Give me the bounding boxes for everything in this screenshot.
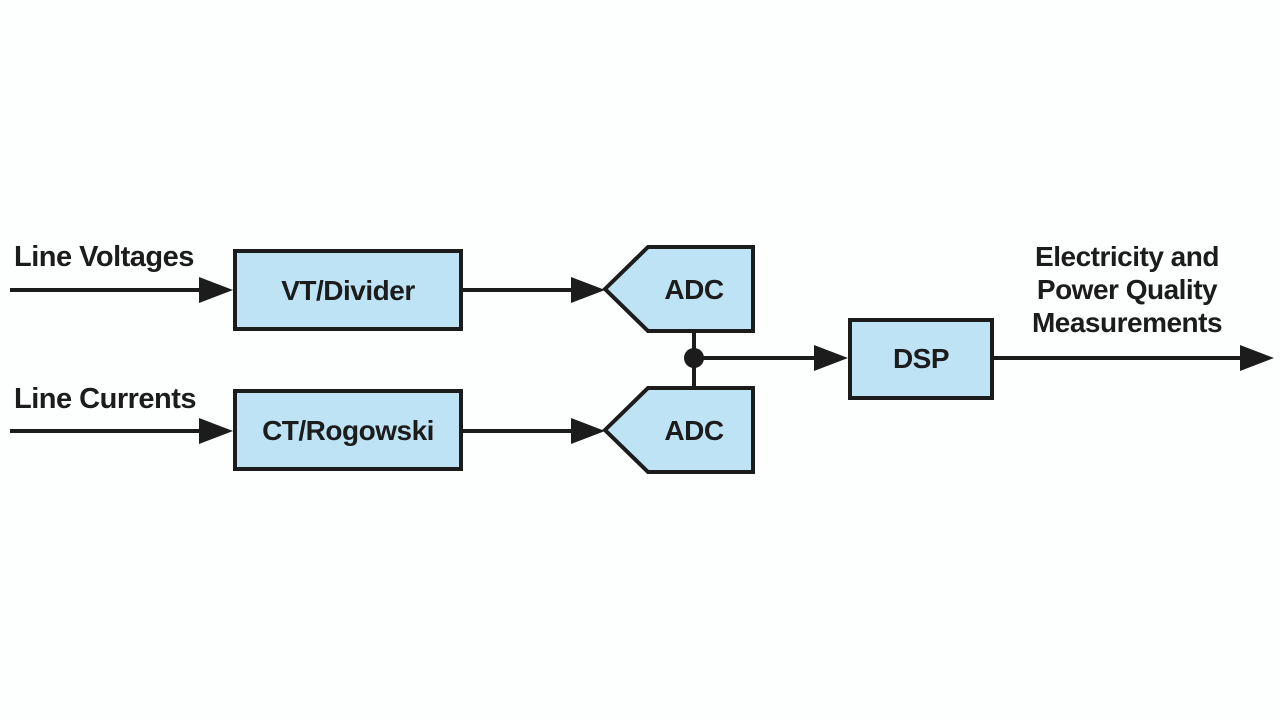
vt-to-adc-arrowhead-icon xyxy=(571,277,605,303)
line-currents-label: Line Currents xyxy=(14,383,196,415)
line-voltages-label: Line Voltages xyxy=(14,241,194,273)
adc-top-shape xyxy=(602,245,755,333)
output-label-line1: Electricity and xyxy=(1035,241,1219,272)
vt-divider-label: VT/Divider xyxy=(281,275,415,306)
adc-bottom-label: ADC xyxy=(664,415,723,446)
output-label-line3: Measurements xyxy=(1032,307,1222,338)
junction-to-dsp-arrowhead-icon xyxy=(814,345,848,371)
voltages-input-arrowhead-icon xyxy=(199,277,233,303)
ct-rogowski-label: CT/Rogowski xyxy=(262,415,434,446)
dsp-label: DSP xyxy=(893,343,949,374)
adc-bottom-shape xyxy=(602,386,755,474)
dsp-box xyxy=(848,318,994,400)
ct-to-adc-arrowhead-icon xyxy=(571,418,605,444)
currents-input-arrowhead-icon xyxy=(199,418,233,444)
output-arrowhead-icon xyxy=(1240,345,1274,371)
output-label-line2: Power Quality xyxy=(1037,274,1218,305)
adc-top-label: ADC xyxy=(664,274,723,305)
